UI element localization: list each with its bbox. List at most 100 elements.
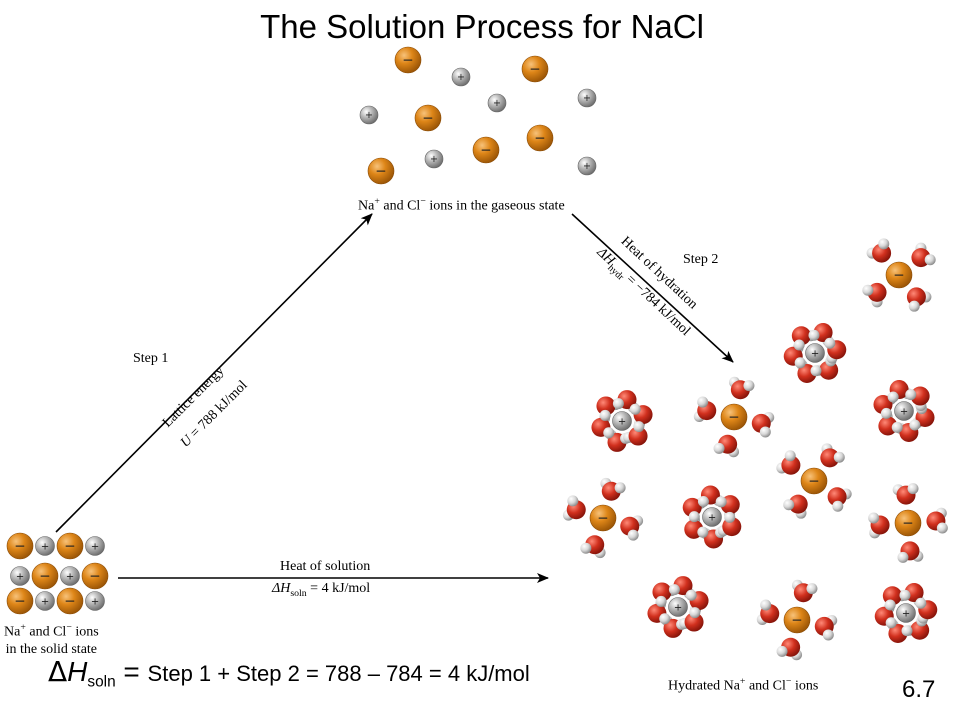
sodium-ion: + (668, 597, 688, 617)
step1-arrow (55, 213, 373, 533)
sodium-ion: + (702, 507, 722, 527)
chloride-ion: − (885, 261, 913, 289)
ion-charge-sign: + (583, 93, 591, 104)
sodium-ion: + (894, 401, 914, 421)
ion-charge-sign: + (900, 406, 908, 417)
water-molecule (906, 287, 932, 312)
ion-charge-sign: + (41, 541, 49, 552)
water-molecule (897, 541, 924, 563)
water-molecule (756, 599, 780, 626)
solid-state-label: Na+ and Cl− ions in the solid state (4, 622, 99, 657)
step2-arrow (571, 213, 734, 363)
ion-charge-sign: − (597, 511, 608, 527)
enthalpy-formula: ΔHsoln = Step 1 + Step 2 = 788 – 784 = 4… (48, 655, 530, 691)
chloride-ion: − (81, 562, 109, 590)
ion-charge-sign: + (811, 348, 819, 359)
water-molecule (728, 376, 755, 400)
water-molecule (679, 607, 704, 632)
ion-charge-sign: + (91, 541, 99, 552)
ion-charge-sign: − (89, 569, 100, 585)
sodium-ion: + (359, 105, 379, 125)
water-molecule (905, 386, 930, 412)
sodium-ion: + (577, 88, 597, 108)
solution-equation: ΔHsoln = 4 kJ/mol (272, 581, 371, 599)
chloride-ion: − (720, 403, 748, 431)
sodium-ion: + (487, 93, 507, 113)
chloride-ion: − (414, 104, 442, 132)
ion-charge-sign: − (64, 539, 75, 555)
water-molecule (915, 597, 938, 624)
water-molecule (868, 512, 890, 539)
chloride-ion: − (56, 532, 84, 560)
water-molecule (751, 411, 775, 438)
chloride-ion: − (6, 532, 34, 560)
sodium-ion: + (612, 411, 632, 431)
ion-charge-sign: + (91, 596, 99, 607)
water-molecule (783, 494, 808, 519)
step1-label: Step 1 (133, 351, 169, 366)
water-molecule (911, 242, 936, 268)
hydrated-ions: − + + − + − + − − + − + (562, 238, 948, 661)
water-molecule (862, 282, 887, 308)
water-molecule (892, 483, 919, 505)
step2-label: Step 2 (683, 252, 719, 267)
ion-charge-sign: − (808, 474, 819, 490)
ion-charge-sign: + (902, 608, 910, 619)
water-molecule (814, 614, 838, 641)
ion-charge-sign: − (529, 62, 540, 78)
ion-charge-sign: − (39, 569, 50, 585)
sodium-ion: + (35, 591, 55, 611)
water-molecule (820, 443, 845, 468)
ion-charge-sign: + (618, 416, 626, 427)
chloride-ion: − (6, 587, 34, 615)
ion-charge-sign: − (402, 53, 413, 69)
chloride-ion: − (589, 504, 617, 532)
chloride-ion: − (894, 509, 922, 537)
sodium-ion: + (424, 149, 444, 169)
water-molecule (620, 515, 644, 541)
sodium-ion: + (85, 536, 105, 556)
water-molecule (717, 511, 742, 537)
sodium-ion: + (35, 536, 55, 556)
water-molecule (562, 495, 586, 521)
water-molecule (776, 450, 801, 475)
water-molecule (866, 238, 892, 263)
chloride-ion: − (521, 55, 549, 83)
water-molecule (824, 337, 847, 364)
water-molecule (713, 434, 740, 458)
water-molecule (580, 535, 606, 559)
chloride-ion: − (31, 562, 59, 590)
gaseous-ions: −+−+++−−−+−+ (359, 46, 597, 185)
ion-charge-sign: − (893, 268, 904, 284)
solution-name: Heat of solution (280, 559, 371, 574)
sodium-ion: + (451, 67, 471, 87)
water-molecule (684, 514, 709, 539)
sodium-ion: + (85, 591, 105, 611)
ion-charge-sign: + (16, 571, 24, 582)
ion-charge-sign: − (375, 164, 386, 180)
page-title: The Solution Process for NaCl (260, 8, 704, 45)
solid-lattice: −+−++−+−−+−+ (6, 532, 109, 615)
water-molecule (791, 579, 818, 603)
chloride-ion: − (472, 136, 500, 164)
slide-number: 6.7 (902, 676, 936, 703)
ion-charge-sign: + (430, 154, 438, 165)
water-molecule (600, 477, 626, 501)
chloride-ion: − (783, 606, 811, 634)
ion-charge-sign: + (708, 512, 716, 523)
water-molecule (623, 421, 648, 446)
ion-charge-sign: + (583, 161, 591, 172)
ion-charge-sign: + (493, 98, 501, 109)
ion-charge-sign: − (422, 111, 433, 127)
water-molecule (697, 485, 724, 507)
ion-charge-sign: + (41, 596, 49, 607)
ion-charge-sign: + (66, 571, 74, 582)
ion-charge-sign: − (64, 594, 75, 610)
water-molecule (827, 487, 852, 512)
hydrated-ions-label: Hydrated Na+ and Cl− ions (668, 676, 819, 694)
sodium-ion: + (10, 566, 30, 586)
chloride-ion: − (800, 467, 828, 495)
ion-charge-sign: + (674, 602, 682, 613)
